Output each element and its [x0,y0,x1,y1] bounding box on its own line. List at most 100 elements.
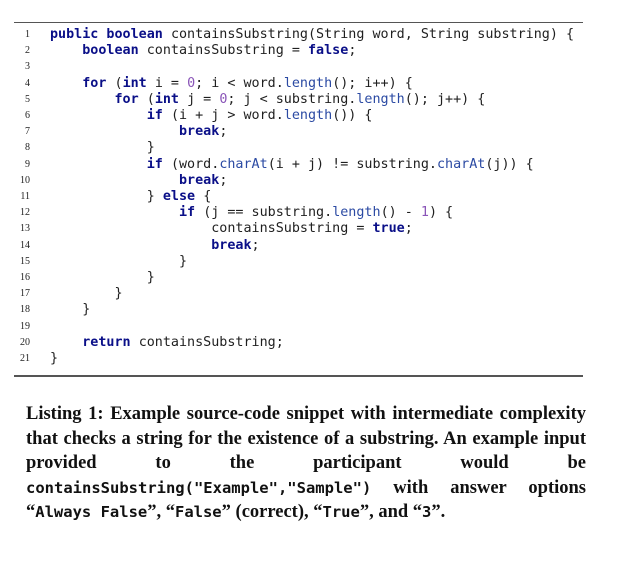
code-token: } [50,189,163,204]
line-number: 8 [25,142,30,154]
line-number: 19 [20,320,30,332]
code-line: 5 for (int j = 0; j < substring.length()… [14,92,583,108]
code-text: } [50,351,58,367]
code-line: 2 boolean containsSubstring = false; [14,43,583,59]
line-number: 12 [20,207,30,219]
caption-option-4: 3 [422,503,432,521]
code-token: break [50,124,220,140]
code-line: 3 [14,59,583,75]
code-text: } else { [50,189,212,205]
caption-text-6: ”. [431,502,446,522]
code-text: for (int j = 0; j < substring.length(); … [50,92,485,108]
code-token: length [332,205,381,221]
code-token: } [50,140,155,156]
code-listing: 1 public boolean containsSubstring(String… [14,22,583,377]
code-text: for (int i = 0; i < word.length(); i++) … [50,76,413,92]
code-text: public boolean containsSubstring(String … [50,27,574,43]
code-token: } [50,351,59,366]
code-token: length [356,91,405,107]
line-number: 15 [20,255,30,267]
code-token: length [283,108,333,123]
code-text: if (i + j > word.length()) { [50,108,373,124]
code-token: else [162,189,204,204]
code-token: 0 [187,75,196,91]
code-token: ; [348,43,357,59]
code-text: } [50,254,187,270]
code-line: 1 public boolean containsSubstring(String… [14,27,583,43]
code-line: 20 return containsSubstring; [14,335,583,351]
caption-option-3: True [322,503,360,521]
line-number: 4 [25,77,30,89]
code-token: ()) { [332,108,373,123]
code-token: containsSubstring(String word, String su… [170,27,575,42]
code-line: 17 } [14,286,583,302]
code-token: if [50,156,171,172]
caption-text-1: Listing 1: Example source-code snippet w… [26,404,586,473]
code-token: ; j < substring. [227,91,357,107]
code-line: 12 if (j == substring.length() - 1) { [14,205,583,221]
caption-text-5: ”, and “ [359,502,423,522]
code-token: public boolean [50,27,171,42]
code-token: break [50,237,252,253]
code-text: } [50,140,155,156]
line-number: 18 [20,304,30,316]
line-number: 6 [25,110,30,121]
code-token: (word. [170,156,220,172]
code-token: true [372,221,405,237]
line-number: 9 [25,158,30,170]
code-token: length [283,75,333,91]
code-text: break; [50,124,227,140]
code-token: (j == substring. [203,205,333,221]
code-line: 21} [14,351,583,367]
code-token: for [50,75,115,91]
code-token: ( [114,75,123,91]
line-number: 7 [25,126,30,138]
code-token: int [154,91,188,107]
line-number: 14 [20,239,30,251]
code-token: } [50,270,155,285]
line-number: 2 [25,45,30,57]
code-token: } [50,302,91,318]
code-token: (i + j) != substring. [267,156,437,172]
code-line: 14 break; [14,238,583,254]
code-token: containsSubstring; [138,334,284,350]
code-token: (j)) { [485,156,534,172]
code-token: (i + j > word. [170,108,284,123]
code-token: ; [219,172,228,188]
code-line: 6 if (i + j > word.length()) { [14,108,583,124]
code-token: ( [146,91,155,107]
code-text: containsSubstring = true; [50,221,413,237]
code-token: return [50,334,139,350]
line-number: 11 [20,191,30,202]
code-line: 4 for (int i = 0; i < word.length(); i++… [14,76,583,92]
code-line: 10 break; [14,173,583,189]
code-token: for [50,91,147,107]
code-text: } [50,302,90,318]
code-token: boolean [50,43,147,59]
code-token: ; [404,221,413,237]
line-number: 13 [20,223,30,235]
code-line: 7 break; [14,124,583,140]
code-token: break [50,172,220,188]
code-token: { [203,189,212,204]
code-token: } [50,253,188,269]
code-token: j = [187,91,220,107]
line-number: 16 [20,272,30,283]
caption-text-3: ”, “ [147,502,175,522]
code-text: } [50,270,155,286]
listing-caption: Listing 1: Example source-code snippet w… [26,402,586,525]
line-number: 17 [20,288,30,300]
code-token: false [308,43,349,59]
line-number: 1 [25,29,30,40]
code-line: 18 } [14,302,583,318]
caption-example-call: containsSubstring("Example","Sample") [26,478,372,497]
caption-option-1: Always False [35,503,148,521]
code-token: ) { [428,205,454,221]
caption-text-4: ” (correct), “ [221,502,323,522]
code-line: 9 if (word.charAt(i + j) != substring.ch… [14,157,583,173]
code-token: } [50,286,123,302]
code-token: 0 [219,91,228,107]
code-line: 8 } [14,140,583,156]
code-text: break; [50,173,227,189]
caption-text-2: with answer options “ [26,477,586,523]
